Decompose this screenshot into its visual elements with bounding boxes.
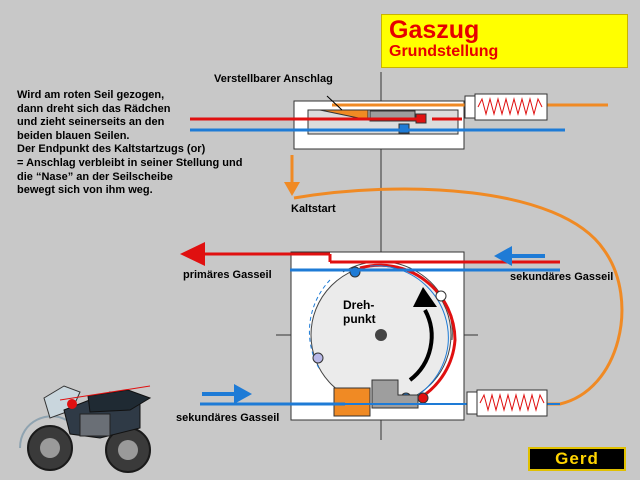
spring-icon <box>477 97 543 116</box>
label-pointer <box>326 95 343 111</box>
primary-cable-label: primäres Gasseil <box>183 269 272 281</box>
secondary-arrow-left-head <box>234 384 252 404</box>
lower-spring-housing <box>476 389 548 417</box>
pulley-nose <box>371 379 419 409</box>
cold-start-stop-block <box>333 387 371 417</box>
pivot-point <box>375 329 387 341</box>
arrow-left-icon <box>180 242 205 266</box>
spring-icon <box>479 393 545 412</box>
cable-nipple-bottom-red <box>417 392 429 404</box>
pivot-label-line2: punkt <box>343 312 376 326</box>
top-spring-cap <box>464 95 476 119</box>
description-line: Der Endpunkt des Kaltstartzugs (or) <box>17 143 206 156</box>
curved-arrow-icon <box>413 287 437 307</box>
description-line: = Anschlag verbleibt in seiner Stellung … <box>17 156 243 169</box>
logo-text: Gerd <box>555 449 599 468</box>
description-text: Wird am roten Seil gezogen, dann dreht s… <box>17 89 287 198</box>
secondary-arrow-right-head <box>494 246 512 266</box>
description-line: beiden blauen Seilen. <box>17 129 130 142</box>
gerd-logo: Gerd <box>528 447 626 471</box>
description-line: die “Nase” an der Seilscheibe <box>17 170 173 183</box>
secondary-cable-left-label: sekundäres Gasseil <box>176 412 280 424</box>
description-line: und zieht seinerseits an den <box>17 116 165 129</box>
secondary-cable-right-label: sekundäres Gasseil <box>510 271 614 283</box>
page-subtitle: Grundstellung <box>389 43 499 60</box>
red-cable-wrap <box>359 263 457 400</box>
cold-start-arrow-head <box>284 182 300 196</box>
description-line: bewegt sich von ihm weg. <box>17 184 153 197</box>
cold-start-label: Kaltstart <box>291 203 336 215</box>
rotation-arrow-arc <box>408 309 434 382</box>
pivot-label-line1: Dreh- <box>343 298 375 312</box>
lower-spring-cap <box>466 391 478 415</box>
adjustable-stop-label: Verstellbarer Anschlag <box>214 73 333 85</box>
orange-cold-start-cable <box>293 187 624 406</box>
title-box <box>381 14 628 68</box>
description-line: Wird am roten Seil gezogen, <box>17 89 165 101</box>
page-title: Gaszug <box>389 16 480 44</box>
description-line: dann dreht sich das Rädchen <box>17 102 171 115</box>
motorcycle-illustration <box>19 385 152 473</box>
cable-nipple-left <box>312 352 324 364</box>
top-spring-housing <box>474 93 548 121</box>
cable-nipple-right <box>435 290 447 302</box>
adjuster-slider <box>369 110 416 122</box>
